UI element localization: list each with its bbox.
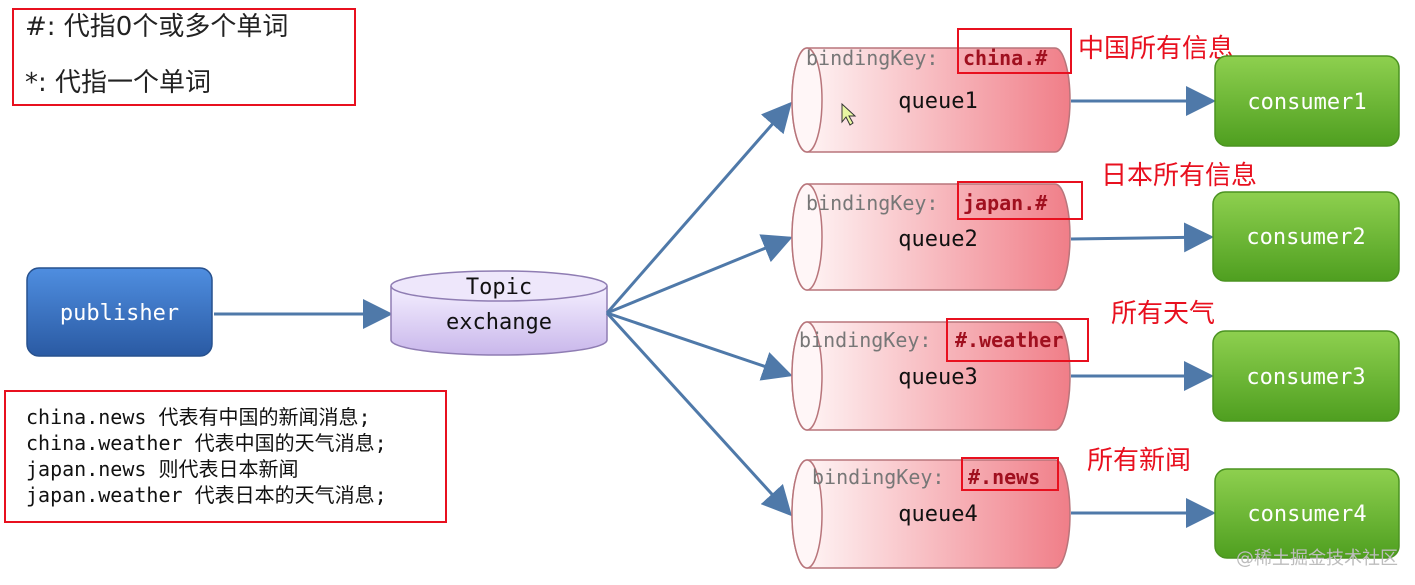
queue3-row: bindingKey: #.weather queue3 所有天气 consum… — [791, 299, 1400, 431]
publisher-label: publisher — [60, 301, 179, 326]
wildcard-legend: #: 代指0个或多个单词 *: 代指一个单词 — [12, 8, 356, 106]
queue3-binding-highlight — [946, 318, 1089, 362]
queue3-annotation: 所有天气 — [1111, 299, 1215, 329]
queue1-label: queue1 — [898, 89, 977, 114]
queue4-cylinder-end — [791, 459, 823, 569]
route-to-queue4 — [605, 311, 793, 517]
cursor-icon — [841, 102, 857, 126]
queue2-to-consumer-arrow — [1070, 222, 1214, 253]
legend-line-star: *: 代指一个单词 — [25, 68, 211, 98]
publisher-node: publisher — [26, 267, 213, 357]
queue2-annotation: 日本所有信息 — [1101, 161, 1257, 191]
queue3-cylinder-end — [791, 321, 823, 431]
route-to-queue1 — [605, 101, 792, 314]
example-line-2: china.weather 代表中国的天气消息; — [26, 431, 387, 455]
consumer3-box — [1212, 330, 1400, 422]
queue3-label: queue3 — [898, 365, 977, 390]
exchange-cylinder-body — [390, 286, 608, 356]
consumer4-label: consumer4 — [1247, 502, 1366, 527]
route-to-queue2 — [606, 234, 793, 315]
consumer3-label: consumer3 — [1246, 365, 1365, 390]
route-to-queue3 — [606, 311, 793, 381]
queue3-binding-key: #.weather — [955, 328, 1063, 352]
queue2-binding-highlight — [957, 181, 1083, 220]
consumer1-label: consumer1 — [1247, 90, 1366, 115]
exchange-cylinder-top — [390, 270, 608, 302]
consumer1-box — [1214, 55, 1400, 147]
consumer2-label: consumer2 — [1246, 225, 1365, 250]
watermark: @稀土掘金技术社区 — [1236, 548, 1398, 569]
consumer4-box — [1214, 468, 1400, 559]
queue1-binding-highlight — [957, 28, 1072, 74]
queue2-cylinder-end — [791, 183, 823, 291]
queue1-binding-prefix: bindingKey: — [806, 46, 938, 70]
exchange-routes — [605, 101, 793, 517]
queue4-binding-key: #.news — [968, 465, 1040, 489]
queue1-binding-key: china.# — [963, 46, 1047, 70]
queue3-binding-prefix: bindingKey: — [799, 328, 931, 352]
queue2-label: queue2 — [898, 227, 977, 252]
examples-box — [4, 390, 447, 523]
example-line-3: japan.news 则代表日本新闻 — [26, 457, 298, 481]
queue2-binding-key: japan.# — [963, 191, 1047, 215]
publisher-box — [26, 267, 213, 357]
example-line-1: china.news 代表有中国的新闻消息; — [26, 405, 371, 429]
queue4-row: bindingKey: #.news queue4 所有新闻 consumer4 — [791, 446, 1400, 569]
routing-key-examples: china.news 代表有中国的新闻消息; china.weather 代表中… — [4, 390, 447, 523]
exchange-type-label: Topic — [466, 275, 532, 300]
exchange-label: exchange — [446, 310, 552, 335]
example-line-4: japan.weather 代表日本的天气消息; — [26, 483, 387, 507]
consumer2-box — [1212, 191, 1400, 282]
queue2-binding-prefix: bindingKey: — [806, 191, 938, 215]
wildcard-legend-box — [12, 8, 356, 106]
queue4-label: queue4 — [898, 502, 977, 527]
queue4-binding-highlight — [961, 457, 1059, 491]
queue1-row: bindingKey: china.# queue1 中国所有信息 consum… — [791, 28, 1400, 153]
queue4-binding-prefix: bindingKey: — [812, 465, 944, 489]
queue1-annotation: 中国所有信息 — [1078, 34, 1234, 64]
exchange-node: Topic exchange — [390, 270, 608, 356]
legend-line-hash: #: 代指0个或多个单词 — [25, 12, 288, 42]
queue2-row: bindingKey: japan.# queue2 日本所有信息 consum… — [791, 161, 1400, 291]
queue4-annotation: 所有新闻 — [1087, 446, 1191, 476]
queue1-cylinder-end — [791, 47, 823, 153]
